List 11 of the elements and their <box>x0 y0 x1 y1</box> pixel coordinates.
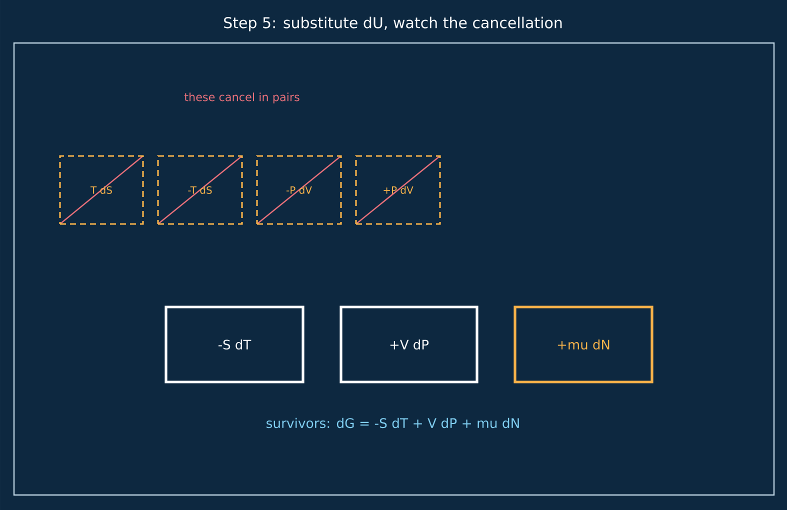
struck-term-box: -P dV <box>256 155 342 225</box>
struck-term-box: -T dS <box>157 155 243 225</box>
frame-box <box>13 42 775 496</box>
term-box: +mu dN <box>514 306 654 384</box>
term-box: +V dP <box>340 306 478 384</box>
struck-term-box: +P dV <box>355 155 441 225</box>
summary-text: survivors: dG = -S dT + V dP + mu dN <box>266 418 519 428</box>
title: Step 5: substitute dU, watch the cancellation <box>224 16 562 32</box>
term-box: -S dT <box>164 306 304 384</box>
note-text: these cancel in pairs <box>184 92 300 104</box>
struck-term-box: T dS <box>59 155 144 225</box>
